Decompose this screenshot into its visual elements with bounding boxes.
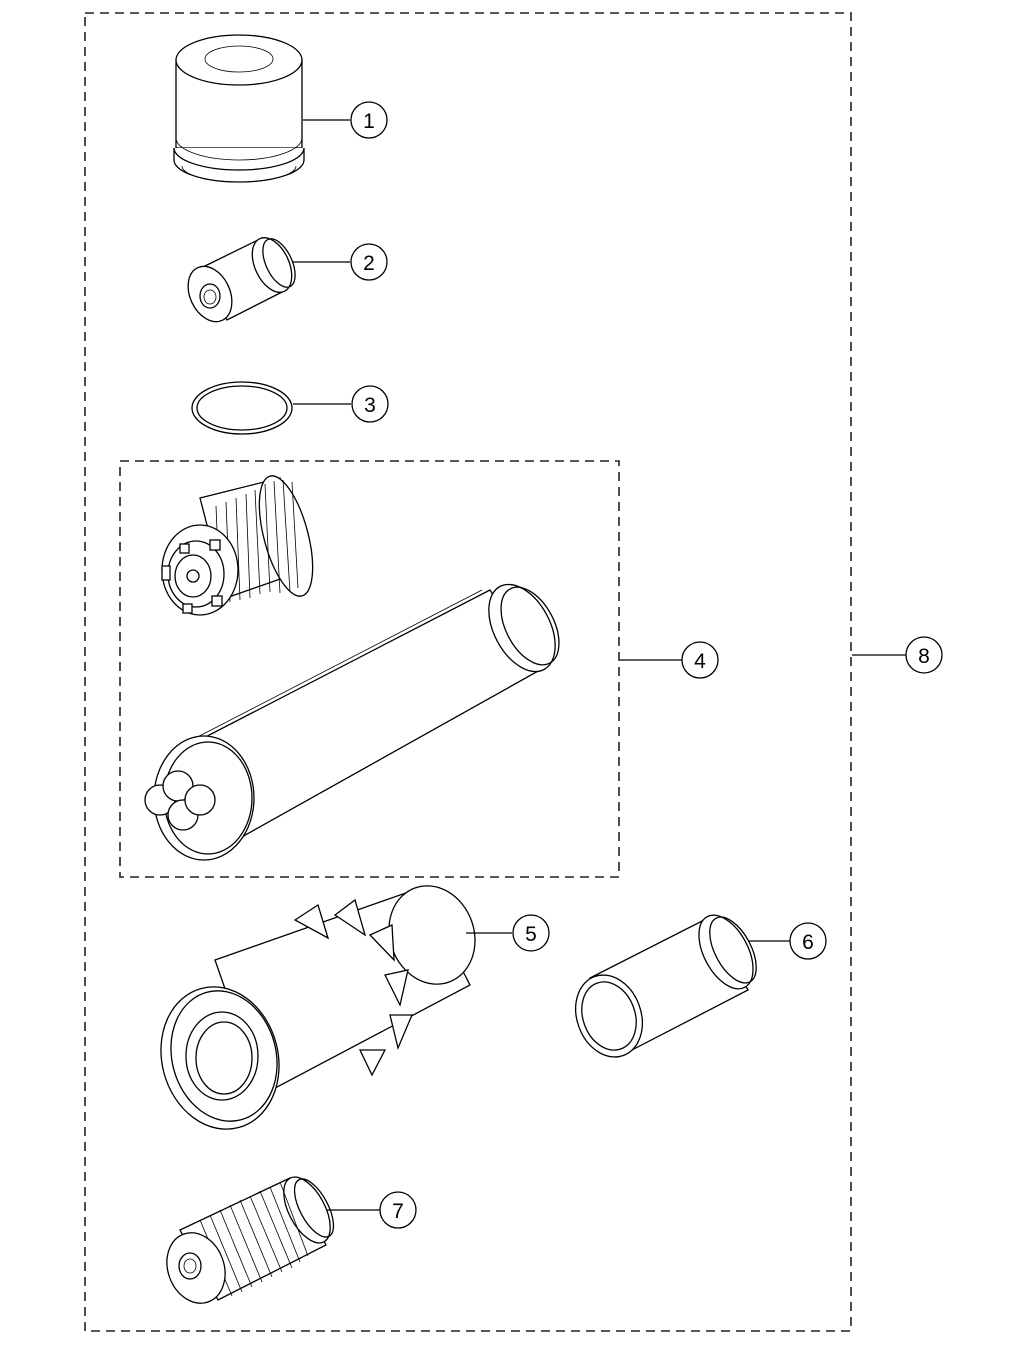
callout-8-label: 8: [918, 645, 930, 668]
part-5-finned-filter: [160, 885, 476, 1130]
callout-5-label: 5: [525, 923, 537, 946]
part-1-oil-filter: [173, 34, 305, 183]
callout-1-label: 1: [363, 110, 375, 133]
callout-5: 5: [512, 914, 550, 952]
callout-4-label: 4: [694, 650, 706, 673]
callout-3: 3: [351, 385, 389, 423]
subgroup-boundary: [119, 460, 620, 878]
part-6-cylinder-element: [575, 914, 757, 1058]
part-2-cartridge-filter: [187, 237, 296, 323]
part-4-filter-element: [144, 583, 560, 861]
callout-2: 2: [350, 243, 388, 281]
callout-7: 7: [379, 1191, 417, 1229]
callout-1: 1: [350, 101, 388, 139]
callout-3-label: 3: [364, 394, 376, 417]
callout-6: 6: [789, 922, 827, 960]
callout-6-label: 6: [802, 931, 814, 954]
part-3-o-ring: [191, 381, 293, 435]
callout-4: 4: [681, 641, 719, 679]
callout-2-label: 2: [363, 252, 375, 275]
kit-group-boundary: [84, 12, 852, 1332]
part-4-end-cap: [161, 475, 314, 616]
callout-7-label: 7: [392, 1200, 404, 1223]
callout-8: 8: [905, 636, 943, 674]
part-7-pleated-filter: [166, 1176, 335, 1304]
